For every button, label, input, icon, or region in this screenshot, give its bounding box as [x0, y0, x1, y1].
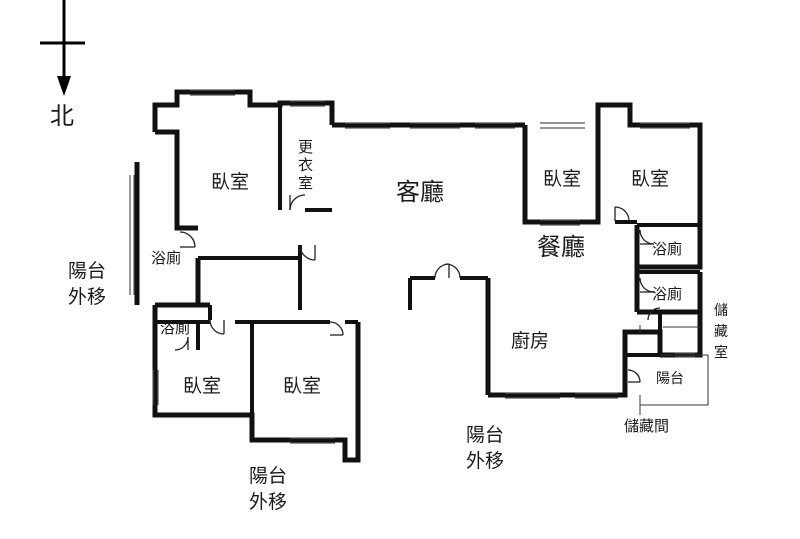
windows: [129, 89, 695, 444]
storage-closet-label: 儲藏間: [624, 417, 669, 435]
kitchen-label: 廚房: [511, 329, 549, 352]
storage-room-label-1: 儲: [714, 303, 728, 319]
door-swings: [174, 194, 661, 383]
storage-room-label-2: 藏: [714, 324, 728, 340]
bath-east-1-label: 浴廁: [652, 240, 682, 258]
balcony-east-label: 陽台: [656, 371, 684, 387]
bedroom-nw-label: 臥室: [211, 171, 249, 193]
bath-west-label: 浴廁: [151, 249, 181, 267]
bedroom-ne-1-label: 臥室: [543, 168, 581, 190]
bath-east-2-label: 浴廁: [652, 285, 682, 303]
balcony-outline: [639, 325, 709, 415]
bedroom-sw-2-label: 臥室: [283, 375, 321, 397]
interior-walls: [155, 105, 700, 415]
balcony-west-note-2: 外移: [68, 286, 106, 308]
bedroom-ne-2-label: 臥室: [631, 168, 669, 190]
balcony-south-note-2: 外移: [249, 491, 287, 513]
north-label: 北: [50, 102, 74, 130]
dressing-room-label-2: 衣: [298, 156, 313, 174]
north-arrow-icon: [40, 0, 85, 96]
balcony-south-note-1: 陽台: [249, 465, 287, 487]
dressing-room-label-1: 更: [298, 138, 313, 156]
dressing-room-label-3: 室: [298, 174, 313, 192]
dining-room-label: 餐廳: [537, 233, 585, 261]
bath-sw-label: 浴廁: [160, 319, 190, 337]
bedroom-sw-1-label: 臥室: [183, 375, 221, 397]
balcony-west-note-1: 陽台: [68, 260, 106, 282]
balcony-bottom-note-2: 外移: [466, 450, 504, 472]
balcony-bottom-note-1: 陽台: [466, 424, 504, 446]
exterior-walls: [134, 89, 703, 463]
storage-room-label-3: 室: [714, 344, 728, 361]
living-room-label: 客廳: [396, 178, 444, 206]
